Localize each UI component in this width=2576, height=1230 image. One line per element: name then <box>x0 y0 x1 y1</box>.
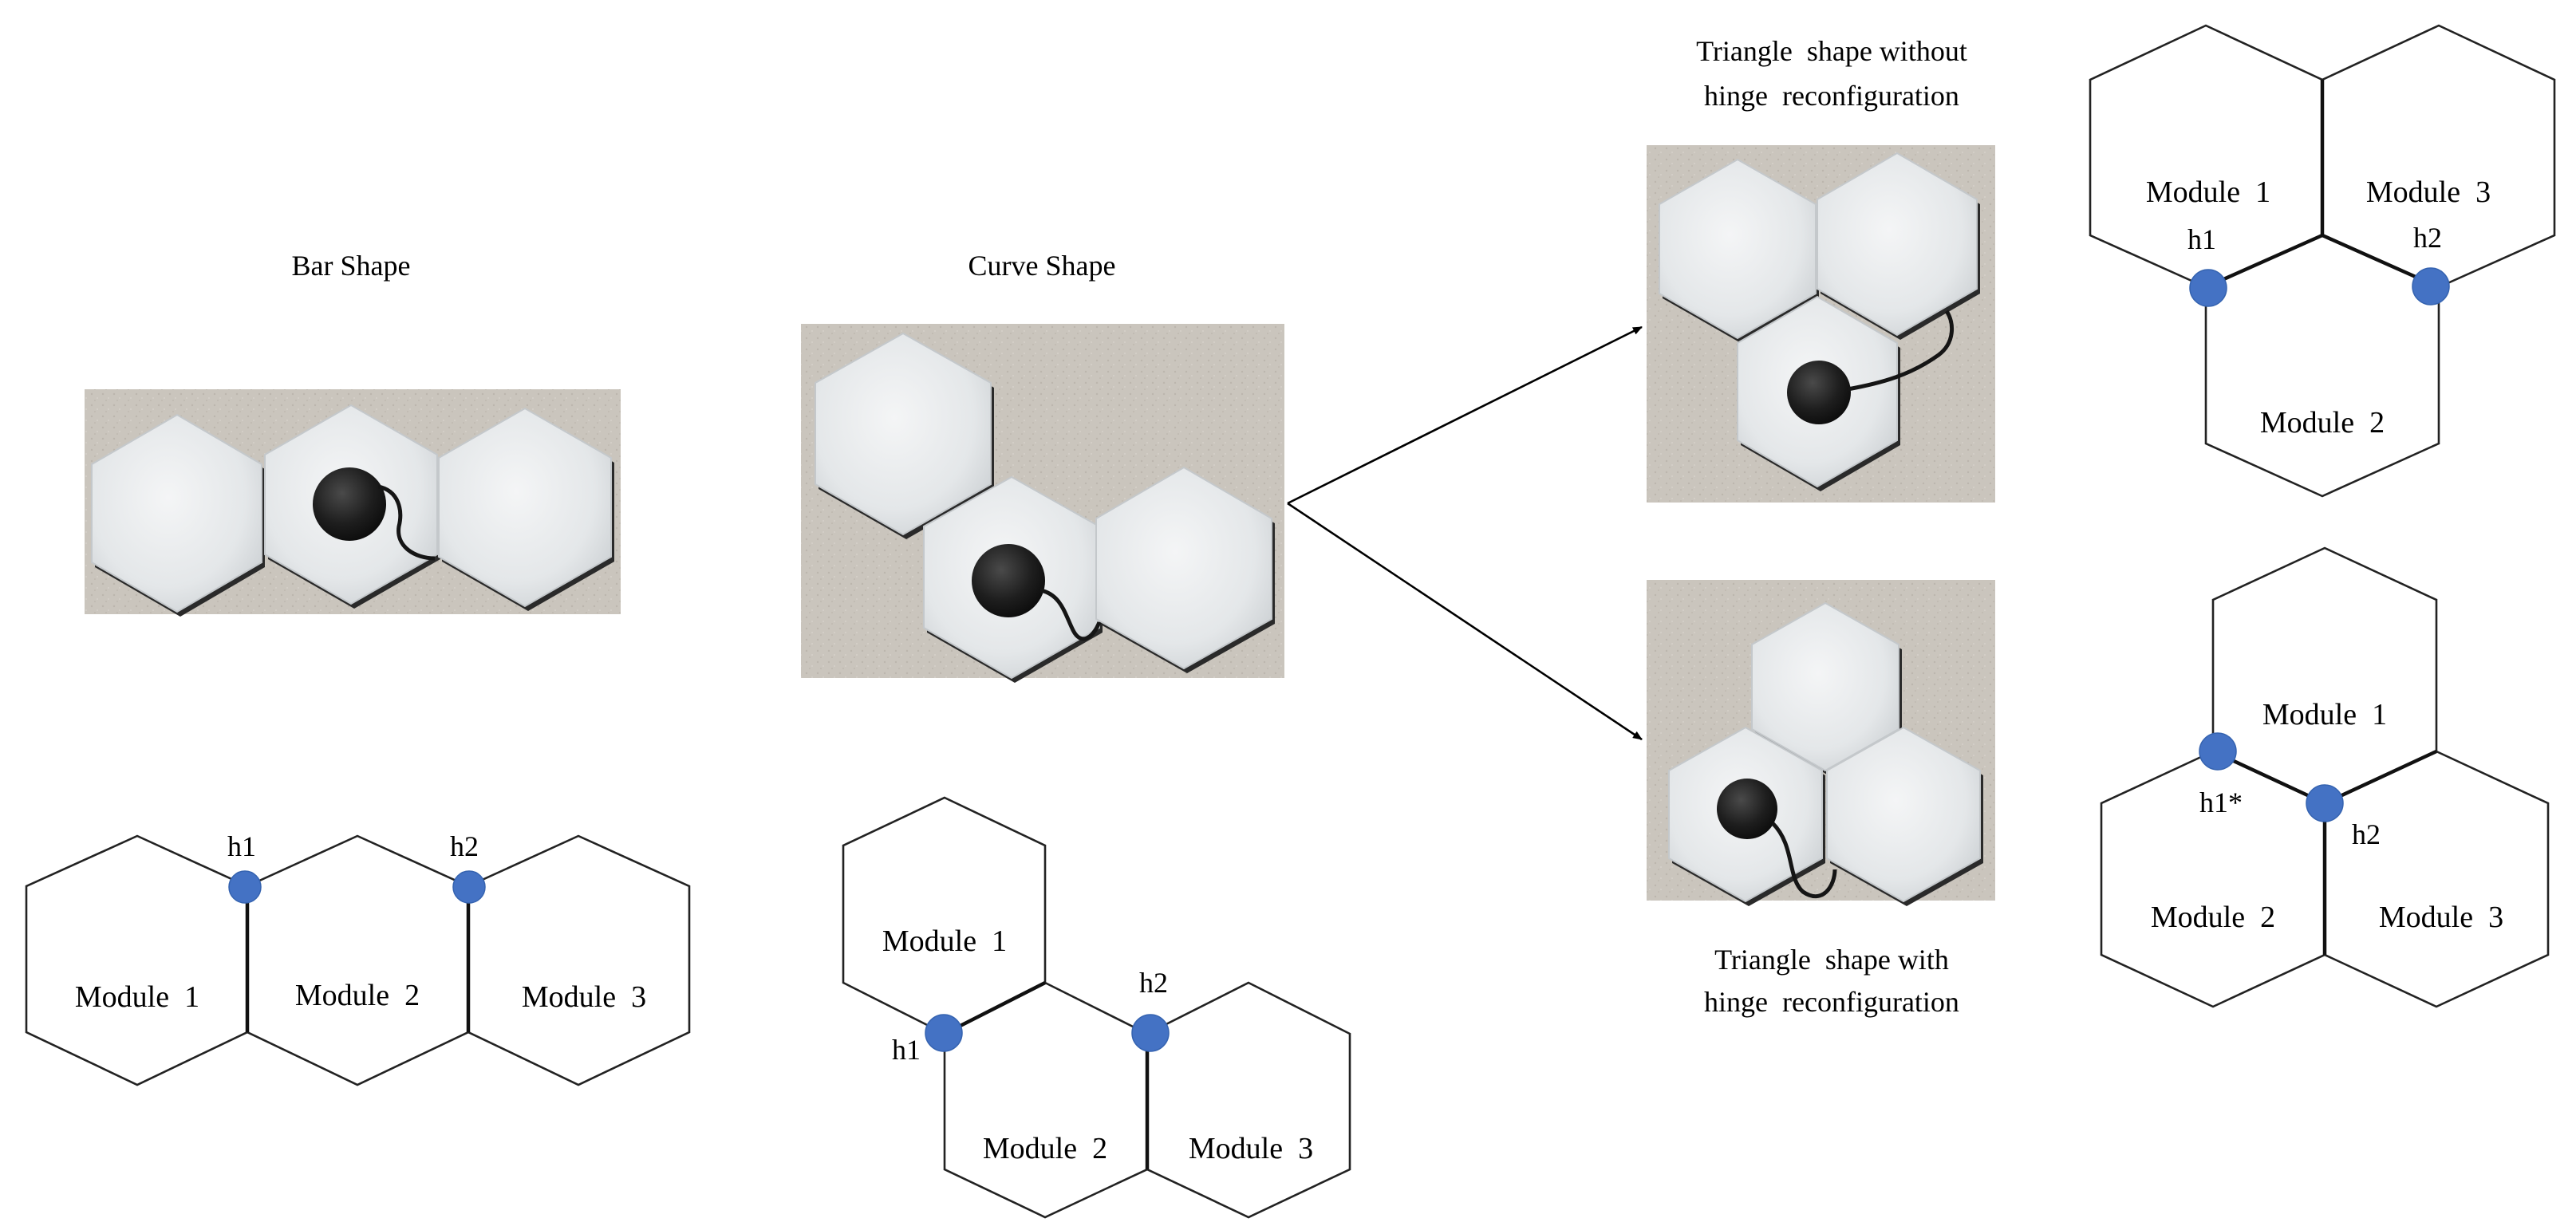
curve-diagram: Module 1 Module 2 Module 3 h1 h2 <box>842 796 1351 1219</box>
controller-knob <box>313 467 386 541</box>
curve-photo-panel-3 <box>1095 466 1272 670</box>
controller-knob <box>1717 779 1777 839</box>
transition-arrows <box>1287 325 1643 741</box>
triangle-no-reconfig-photo <box>1647 145 1995 503</box>
cable <box>377 484 436 561</box>
bar-hinge-h2 <box>452 870 486 904</box>
bar-photo <box>85 389 621 617</box>
curve-hinge-h1-label: h1 <box>892 1034 921 1066</box>
tri2-hinge-h1star <box>2199 732 2237 771</box>
triangle-no-reconfig-section: Triangle shape without hinge reconfigura… <box>1647 24 2556 503</box>
triangle-reconfig-caption-line1: Triangle shape with <box>1714 944 1949 976</box>
curve-section: Curve Shape Module 1 Module 2 Module 3 h… <box>801 250 1351 1219</box>
tri1-hinge-h1-label: h1 <box>2187 223 2216 255</box>
bar-photo-panel-3 <box>438 407 612 608</box>
curve-caption: Curve Shape <box>968 250 1116 282</box>
tri1-photo-panel-3 <box>1817 152 1978 337</box>
tri1-hinge-h2 <box>2412 267 2450 306</box>
bar-diagram: Module 1 Module 2 Module 3 h1 h2 <box>25 830 691 1086</box>
curve-hinge-h2 <box>1131 1014 1170 1052</box>
curve-photo <box>801 324 1284 683</box>
cable <box>1039 588 1102 641</box>
triangle-reconfig-section: Triangle shape with hinge reconfiguratio… <box>1647 546 2550 1018</box>
tri1-hex-module-2 <box>2204 234 2440 498</box>
bar-caption: Bar Shape <box>292 250 411 282</box>
tri1-hinge-h2-label: h2 <box>2413 222 2442 254</box>
arrow-to-triangle-without-reconfig <box>1287 325 1643 505</box>
tri1-module-1-label: Module 1 <box>2146 175 2270 209</box>
tri2-photo-panel-3 <box>1826 726 1981 903</box>
tri2-hinge-h1star-label: h1* <box>2199 786 2243 818</box>
triangle-reconfig-diagram: Module 1 Module 2 Module 3 h1* h2 <box>2100 546 2550 1008</box>
arrow-to-triangle-with-reconfig <box>1287 502 1643 741</box>
triangle-no-reconfig-caption-line1: Triangle shape without <box>1696 35 1967 67</box>
controller-knob <box>972 544 1045 617</box>
curve-photo-panel-1 <box>815 332 992 536</box>
cable <box>1847 309 1955 392</box>
tri2-hex-module-1 <box>2211 546 2438 805</box>
bar-module-1-label: Module 1 <box>75 980 199 1014</box>
bar-hinge-h2-label: h2 <box>450 830 479 862</box>
cable <box>1771 822 1837 899</box>
tri2-hinge-h2 <box>2306 784 2344 822</box>
tri1-module-3-label: Module 3 <box>2366 175 2491 209</box>
tri2-hex-module-3 <box>2323 750 2550 1008</box>
bar-module-3-label: Module 3 <box>522 980 646 1014</box>
tri1-photo-panel-1 <box>1659 158 1817 340</box>
bar-hex-module-1 <box>25 834 249 1086</box>
tri2-photo-panel-1 <box>1751 601 1899 772</box>
bar-module-2-label: Module 2 <box>295 979 420 1012</box>
tri1-hinge-h1 <box>2189 269 2227 307</box>
triangle-no-reconfig-caption-line2: hinge reconfiguration <box>1704 80 1959 112</box>
bar-hex-module-3 <box>467 834 691 1086</box>
bar-hinge-h1-label: h1 <box>227 830 256 862</box>
tri2-module-1-label: Module 1 <box>2262 698 2387 731</box>
bar-photo-panel-1 <box>91 413 262 613</box>
tri1-module-2-label: Module 2 <box>2260 406 2385 440</box>
bar-section: Bar Shape Module 1 Module 2 Module 3 h1 <box>25 250 691 1086</box>
curve-hinge-h1 <box>925 1014 963 1052</box>
triangle-reconfig-caption-line2: hinge reconfiguration <box>1704 986 1959 1018</box>
curve-hinge-h2-label: h2 <box>1139 967 1168 999</box>
tri2-hinge-h2-label: h2 <box>2352 818 2381 850</box>
curve-module-1-label: Module 1 <box>882 924 1007 958</box>
curve-module-3-label: Module 3 <box>1189 1132 1313 1165</box>
curve-hex-module-3 <box>1146 981 1351 1219</box>
controller-knob <box>1787 361 1851 424</box>
triangle-reconfig-photo <box>1647 580 1995 906</box>
bar-hex-module-2 <box>246 834 470 1086</box>
triangle-no-reconfig-diagram: Module 1 Module 3 Module 2 h1 h2 <box>2089 24 2556 498</box>
tri2-module-2-label: Module 2 <box>2151 901 2275 934</box>
tri2-module-3-label: Module 3 <box>2379 901 2503 934</box>
curve-module-2-label: Module 2 <box>983 1132 1107 1165</box>
bar-hinge-h1 <box>228 870 262 904</box>
